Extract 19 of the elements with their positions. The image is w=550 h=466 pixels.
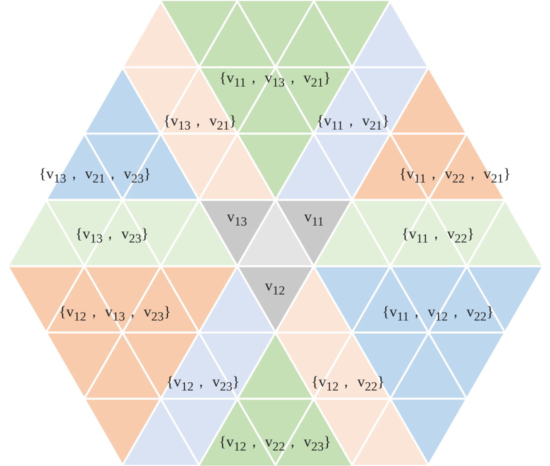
set-label: {v$_{11}$， v$_{22}$， v$_{21}$} [399,167,511,185]
set-label: {v$_{11}$， v$_{21}$} [316,114,390,132]
set-label: {v$_{13}$， v$_{21}$} [163,114,237,132]
triangle-region [199,332,352,466]
triangle-region [314,266,544,466]
set-label: {v$_{11}$， v$_{12}$， v$_{22}$} [382,305,494,323]
set-label: {v$_{13}$， v$_{23}$} [75,227,149,245]
set-label: {v$_{11}$， v$_{13}$， v$_{21}$} [219,71,331,89]
set-label: {v$_{11}$， v$_{22}$} [402,227,474,245]
set-label: v$_{13}$ [227,210,247,228]
set-label: {v$_{12}$， v$_{23}$} [166,375,240,393]
set-label: {v$_{13}$， v$_{21}$， v$_{23}$} [39,167,151,185]
triangle-region [160,1,390,200]
triangle-region [237,200,314,266]
set-label: v$_{12}$ [265,279,285,297]
set-label: {v$_{12}$， v$_{13}$， v$_{23}$} [59,305,171,323]
set-label: {v$_{12}$， v$_{22}$， v$_{23}$} [219,435,331,453]
set-label: {v$_{12}$， v$_{22}$} [311,375,385,393]
set-label: v$_{11}$ [304,210,324,228]
